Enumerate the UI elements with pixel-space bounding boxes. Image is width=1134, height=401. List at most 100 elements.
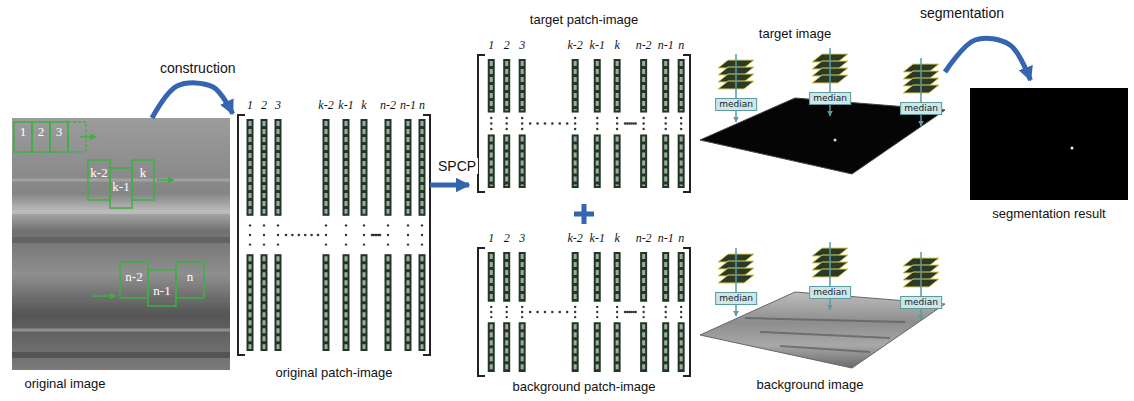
column-index: 3 bbox=[519, 231, 525, 245]
image-stack bbox=[903, 252, 939, 320]
edge-label: segmentation bbox=[918, 5, 1006, 21]
column-index: 2 bbox=[261, 98, 267, 112]
patch-column bbox=[614, 252, 621, 302]
median-tag: median bbox=[809, 286, 851, 299]
ellipsis-dot bbox=[642, 128, 644, 130]
patch-pixels bbox=[505, 61, 508, 111]
patch-column bbox=[594, 59, 601, 113]
ellipsis-dot bbox=[596, 316, 598, 318]
median-tag: median bbox=[900, 296, 942, 309]
patch-column bbox=[662, 134, 669, 188]
patch-pixels bbox=[664, 254, 667, 300]
image-caption: target image bbox=[759, 26, 831, 41]
patch-column bbox=[614, 59, 621, 113]
image-caption: background patch-image bbox=[512, 379, 655, 394]
ellipsis-dot bbox=[680, 316, 682, 318]
target-dot bbox=[834, 139, 837, 142]
slide-arrow bbox=[92, 295, 116, 297]
column-index: 1 bbox=[247, 98, 253, 112]
column-index: k-2 bbox=[567, 38, 582, 52]
patch-pixels bbox=[490, 254, 493, 300]
patch-column bbox=[572, 322, 579, 372]
ellipsis-dot bbox=[566, 122, 569, 125]
image-node: segmentation result bbox=[970, 88, 1128, 200]
ellipsis-dot bbox=[298, 234, 301, 237]
ellipsis-dot bbox=[490, 311, 492, 313]
ellipsis-dot bbox=[506, 122, 508, 124]
patch-column bbox=[519, 252, 526, 302]
patch-pixels bbox=[277, 121, 280, 214]
patch-column bbox=[503, 252, 510, 302]
patch-pixels bbox=[490, 324, 493, 370]
patch-pixels bbox=[664, 324, 667, 370]
patch-column bbox=[488, 252, 495, 302]
ellipsis-dot bbox=[642, 316, 644, 318]
patch-column bbox=[662, 252, 669, 302]
patch-index: k bbox=[140, 165, 147, 180]
image-streak bbox=[12, 352, 230, 358]
patch-column bbox=[678, 59, 685, 113]
patch-index: 3 bbox=[56, 124, 63, 139]
column-index: k bbox=[614, 38, 619, 52]
patch-pixels bbox=[596, 254, 599, 300]
ellipsis-dot bbox=[680, 306, 682, 308]
column-index: n-1 bbox=[400, 98, 416, 112]
ellipsis-dot bbox=[263, 234, 265, 236]
ellipsis-dot bbox=[263, 243, 265, 245]
ellipsis-dot bbox=[521, 117, 523, 119]
ellipsis-dot bbox=[490, 122, 492, 124]
flow-arrow bbox=[430, 183, 469, 188]
median-arrow bbox=[735, 248, 737, 316]
patch-index: n bbox=[187, 269, 194, 284]
patch-pixels bbox=[421, 256, 424, 349]
patch-window bbox=[32, 122, 50, 152]
ellipsis-dot bbox=[536, 122, 539, 125]
patch-column bbox=[361, 254, 368, 351]
matrix-bracket bbox=[478, 248, 485, 376]
median-arrow bbox=[920, 252, 922, 320]
ellipsis-dot bbox=[345, 234, 347, 236]
ellipsis-dot bbox=[506, 128, 508, 130]
ellipsis-dot bbox=[551, 311, 554, 314]
patch-matrix bbox=[478, 55, 690, 192]
ellipsis-dot bbox=[277, 234, 279, 236]
image-caption: original image bbox=[25, 376, 106, 391]
ellipsis-dot bbox=[616, 316, 618, 318]
patch-window bbox=[148, 270, 176, 306]
ellipsis-dot bbox=[529, 311, 532, 314]
image-node: original patch-image bbox=[238, 115, 430, 355]
ellipsis-dot bbox=[596, 306, 598, 308]
ellipsis-dot bbox=[616, 117, 618, 119]
ellipsis-dot bbox=[249, 243, 251, 245]
patch-column bbox=[662, 59, 669, 113]
column-index: n-1 bbox=[658, 38, 674, 52]
column-index: n-2 bbox=[380, 98, 396, 112]
infrared-image bbox=[12, 118, 230, 370]
patch-pixels bbox=[521, 136, 524, 186]
patch-matrix bbox=[478, 248, 690, 376]
ellipsis-dot bbox=[616, 128, 618, 130]
patch-column bbox=[594, 134, 601, 188]
flow-arrow bbox=[945, 38, 1030, 80]
ellipsis-dot bbox=[521, 311, 523, 313]
patch-column bbox=[572, 134, 579, 188]
ellipsis-dot bbox=[277, 224, 279, 226]
patch-window bbox=[176, 262, 204, 298]
patch-pixels bbox=[574, 136, 577, 186]
patch-pixels bbox=[574, 324, 577, 370]
column-index: k bbox=[614, 231, 619, 245]
patch-pixels bbox=[345, 121, 348, 214]
patch-column bbox=[261, 119, 268, 216]
patch-column bbox=[503, 134, 510, 188]
image-stack bbox=[812, 242, 848, 310]
ellipsis-dot bbox=[345, 243, 347, 245]
patch-pixels bbox=[521, 324, 524, 370]
ellipsis-dot bbox=[506, 306, 508, 308]
background-plane bbox=[700, 292, 945, 368]
column-index: n-2 bbox=[636, 38, 652, 52]
column-index: k bbox=[361, 98, 366, 112]
patch-pixels bbox=[505, 254, 508, 300]
ellipsis-dot bbox=[665, 306, 667, 308]
image-caption: segmentation result bbox=[992, 206, 1105, 221]
